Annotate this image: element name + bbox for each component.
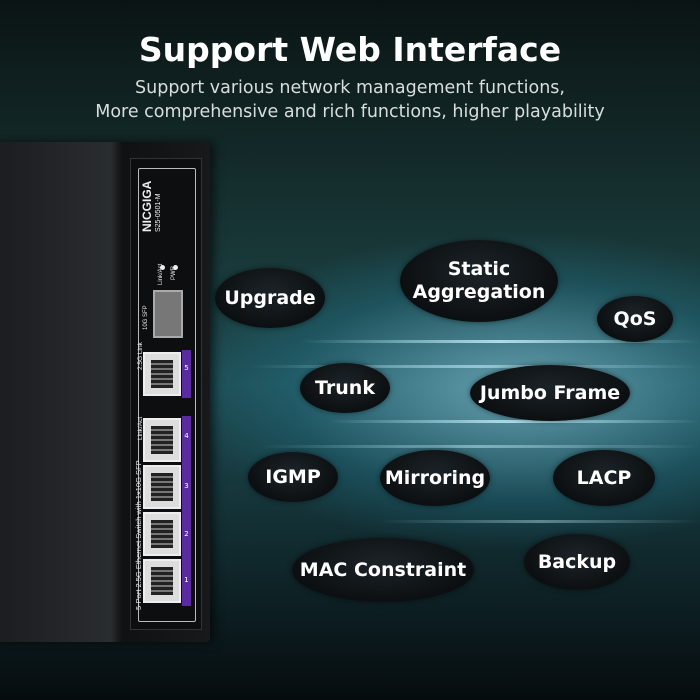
port-number: 5	[182, 350, 191, 398]
sfp-port	[153, 290, 183, 338]
sfp-label: 10G SFP	[143, 305, 149, 330]
brand-logo: NICGIGA	[140, 180, 154, 232]
ethernet-port-1	[143, 559, 181, 603]
ethernet-port-4	[143, 418, 181, 462]
model-label: S25-0501-M	[155, 193, 162, 232]
feature-jumbo-frame: Jumbo Frame	[470, 365, 630, 421]
subtitle-line-2: More comprehensive and rich functions, h…	[95, 102, 605, 122]
feature-igmp: IGMP	[248, 452, 338, 502]
page-title: Support Web Interface	[138, 30, 562, 69]
ethernet-port-3	[143, 465, 181, 509]
subtitle-line-1: Support various network management funct…	[135, 78, 565, 98]
linkact-led-label: Link/Act	[158, 263, 164, 285]
port-number: 1	[184, 576, 189, 584]
port-number: 4	[184, 432, 189, 440]
port-number: 2	[184, 530, 189, 538]
port-number: 3	[184, 482, 189, 490]
feature-trunk: Trunk	[300, 363, 390, 413]
feature-mirroring: Mirroring	[380, 450, 490, 506]
feature-mac-constraint: MAC Constraint	[292, 538, 474, 602]
device-description: 5-Port 2.5G Ethernet Switch with 1x10G S…	[134, 460, 143, 610]
pwr-led-label: PWR	[171, 266, 177, 280]
ethernet-port-5	[143, 352, 181, 396]
pwr-led	[173, 265, 178, 270]
feature-lacp: LACP	[553, 450, 655, 506]
linkact-led	[160, 265, 165, 270]
feature-static-aggregation: Static Aggregation	[400, 240, 558, 322]
feature-qos: QoS	[597, 296, 673, 342]
ethernet-port-2	[143, 512, 181, 556]
feature-backup: Backup	[524, 534, 630, 590]
feature-upgrade: Upgrade	[215, 268, 325, 328]
